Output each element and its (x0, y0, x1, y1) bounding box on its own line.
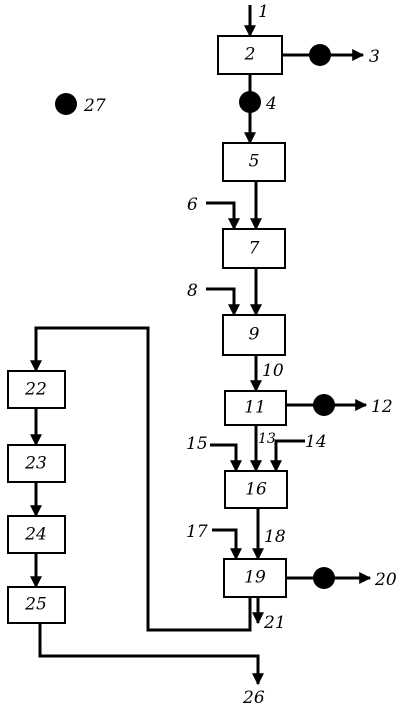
stream-14-label: 14 (305, 432, 327, 452)
box-23 (7, 444, 66, 483)
box-5 (222, 142, 286, 182)
box-24 (7, 515, 66, 554)
box-11-label: 11 (244, 398, 266, 418)
box-2 (217, 35, 283, 75)
stream-3-label: 3 (369, 47, 380, 67)
stream-12-label: 12 (371, 397, 393, 417)
box-19-label: 19 (244, 568, 266, 588)
stream-1-label: 1 (258, 2, 269, 22)
recycle-line (30, 326, 252, 632)
stream-13-label: 13 (258, 431, 276, 447)
box-24-label: 24 (24, 525, 47, 545)
stream-21-label: 21 (263, 613, 286, 633)
box-16-label: 16 (245, 480, 267, 500)
stream-6-line (206, 201, 240, 231)
stream-15-line (210, 443, 242, 473)
stream-27-dot (55, 93, 77, 115)
stream-26-label: 26 (242, 688, 265, 708)
stream-8-line (206, 287, 240, 317)
box-25-label: 25 (24, 595, 47, 615)
box-9 (222, 314, 286, 356)
box-2-label: 2 (244, 45, 256, 65)
stream-10-label: 10 (262, 361, 284, 381)
stream-26-line (38, 623, 264, 686)
box-11 (224, 390, 287, 426)
stream-4-dot (239, 91, 261, 113)
box-5-label: 5 (249, 152, 260, 172)
box-9-label: 9 (249, 325, 260, 345)
stream-17-label: 17 (186, 522, 208, 542)
stream-20-label: 20 (374, 570, 397, 590)
stream-4-label: 4 (265, 94, 277, 114)
box-19 (223, 558, 287, 598)
box-16 (224, 470, 288, 509)
stream-12-dot (313, 394, 335, 416)
box-7-label: 7 (249, 239, 260, 259)
stream-3-dot (309, 44, 331, 66)
box-22-label: 22 (24, 380, 47, 400)
box-23-label: 23 (24, 454, 47, 474)
box-22 (7, 370, 66, 409)
stream-20-dot (313, 567, 335, 589)
stream-6-label: 6 (187, 195, 198, 215)
stream-18-label: 18 (264, 527, 286, 547)
stream-8-label: 8 (187, 281, 198, 301)
stream-15-label: 15 (186, 434, 208, 454)
box-25 (7, 586, 66, 624)
stream-14-line (270, 439, 305, 473)
box-7 (222, 228, 286, 269)
stream-27-label: 27 (83, 96, 106, 116)
stream-17-line (212, 528, 242, 561)
